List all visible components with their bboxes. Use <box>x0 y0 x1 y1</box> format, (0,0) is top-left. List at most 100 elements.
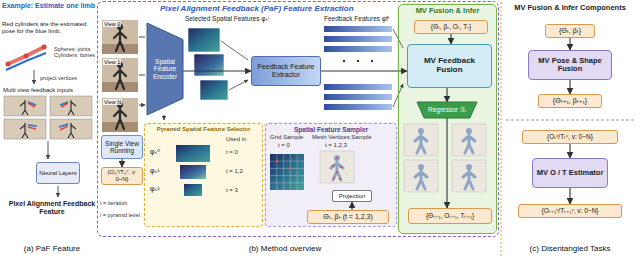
level-label: φₛ⁰ <box>150 148 160 156</box>
result-renders <box>452 124 486 156</box>
note-text: i = pyramid level <box>100 212 140 218</box>
extractor-box: Feedback Feature Extractor <box>251 56 321 86</box>
connector <box>351 202 352 210</box>
node-text: {Θₜ, βₜ} <box>559 27 581 35</box>
data-box: {Oₜ₊₁ᵛ/Tₜ₊₁ᵛ, v: 0~N} <box>518 204 622 218</box>
data-box: {Θₜ₊₁, Oₜ₊₁, Tₜ₊₁} <box>408 208 492 224</box>
node-text: Spatial Feature Encoder <box>149 58 181 80</box>
method-panel: Pixel Alignment Feedback (PaF) Feature E… <box>97 1 499 237</box>
feedback-thumbnails <box>28 127 36 129</box>
feedback-thumbnails <box>60 126 68 130</box>
fusion-box: MV Pose & Shape Fusion <box>528 50 612 80</box>
node-text: Θₜ, βₜ (t = 1,2,3) <box>323 213 373 221</box>
output-label: Pixel Alignment Feedback Feature <box>8 200 96 216</box>
regressor-block-outline <box>417 102 477 118</box>
region-fills <box>143 122 262 226</box>
arrow-label: project vertices <box>40 75 77 81</box>
grid-sample <box>270 154 304 190</box>
node-text: Projection <box>339 193 366 200</box>
connectors <box>122 34 570 210</box>
feedback-thumbnails <box>4 96 46 116</box>
mesh-vertices <box>336 171 338 173</box>
pyramid-maps <box>176 145 210 162</box>
feedback-thumbnails <box>20 100 28 115</box>
feedback-thumbnails <box>4 119 46 139</box>
feedback-thumbnails <box>61 103 68 107</box>
node-text: MV Pose & Shape Fusion <box>531 57 609 74</box>
feedback-thumbnails <box>20 123 28 138</box>
note-text: t = iteration <box>100 200 127 206</box>
mesh-vertices <box>320 151 354 183</box>
pyramid-maps <box>184 184 202 196</box>
data-box: Θₜ, βₜ (t = 1,2,3) <box>307 210 389 224</box>
view-label: View 1 <box>103 59 121 65</box>
input-views <box>139 37 145 105</box>
connector <box>569 38 570 50</box>
limb-example <box>42 45 47 50</box>
result-renders <box>404 160 438 192</box>
input-views <box>102 58 138 92</box>
encoder-block-outline <box>147 23 183 115</box>
mesh-vertices <box>339 178 341 180</box>
selected-feature-maps <box>194 54 224 76</box>
process-box: Single View Running <box>101 135 143 159</box>
feedback-thumbnails <box>48 141 49 159</box>
node-text: {O₀ᵛ/T₀ᵛ, v: 0~N} <box>104 169 140 182</box>
pyramid-maps <box>176 145 210 196</box>
region-title: Pyramid Spatial Feature Selector <box>148 126 259 133</box>
section-label: Multi view feedback inputs <box>3 87 73 94</box>
connector <box>569 80 570 94</box>
fusion-box: MV Feedback Fusion <box>407 44 492 88</box>
feedback-feature-bars <box>357 60 359 62</box>
region-fills <box>264 122 396 226</box>
panel-heading: Example: Estimate one limb <box>2 2 97 10</box>
selected-feature-maps <box>188 28 248 100</box>
grid-sample <box>296 175 298 177</box>
selected-feature-maps <box>200 80 228 100</box>
node-text: {Θₜ₊₁, βₜ₊₁} <box>553 97 587 105</box>
iteration-label: t = 0 <box>226 149 238 156</box>
mesh-vertices <box>333 177 335 179</box>
node-text: Regressor ℛᵢ <box>428 106 466 113</box>
grid-sample <box>276 160 278 162</box>
feedback-feature-bars <box>343 60 345 62</box>
panel-dividers <box>501 2 502 258</box>
node-text: Single View Running <box>104 140 140 155</box>
connector <box>569 144 570 158</box>
panel-heading: MV Fusion & Infer Components <box>504 4 636 12</box>
connector <box>121 159 122 167</box>
feedback-thumbnails <box>4 96 46 116</box>
iteration-label: t = 1,2,3 <box>325 142 347 149</box>
node-text: Feedback Feature Extractor <box>254 63 318 79</box>
mesh-vertices <box>320 151 354 183</box>
node-text: MV Feedback Fusion <box>410 57 489 75</box>
sample-label: Mesh Vertices Sample <box>312 134 372 141</box>
node-text: {Θₜ₊₁, Oₜ₊₁, Tₜ₊₁} <box>426 212 474 219</box>
limb-example <box>8 47 44 64</box>
sample-label: Grid Sample <box>270 134 303 141</box>
grid-sample <box>283 182 285 184</box>
panel-caption: (b) Method overview <box>230 245 340 254</box>
feedback-thumbnails <box>58 186 59 197</box>
table-header: Used in <box>226 136 246 143</box>
panel-dividers <box>506 120 636 121</box>
feedback-feature-bars <box>371 60 373 62</box>
data-box: {Θₜ, βₜ, Oₜ, Tₜ} <box>414 20 488 34</box>
connector <box>569 188 570 204</box>
connector <box>450 34 451 44</box>
region-fills <box>397 3 496 233</box>
level-label: φₛ¹ <box>150 167 159 175</box>
grid-sample <box>270 154 304 190</box>
connector <box>321 70 407 71</box>
feature-label: Selected Spatial Features φₛⁱ <box>185 15 269 22</box>
data-box: {Θₜ₊₁, βₜ₊₁} <box>538 94 602 108</box>
input-views <box>164 115 165 120</box>
connector <box>446 88 447 102</box>
feedback-thumbnails <box>50 96 92 116</box>
feedback-thumbnails <box>28 125 37 126</box>
selected-feature-maps <box>188 28 220 52</box>
panel-caption: (c) Disentangled Tasks <box>510 245 630 254</box>
iteration-label: t = 0 <box>278 142 290 149</box>
node-text: Neural Layers <box>39 170 76 177</box>
